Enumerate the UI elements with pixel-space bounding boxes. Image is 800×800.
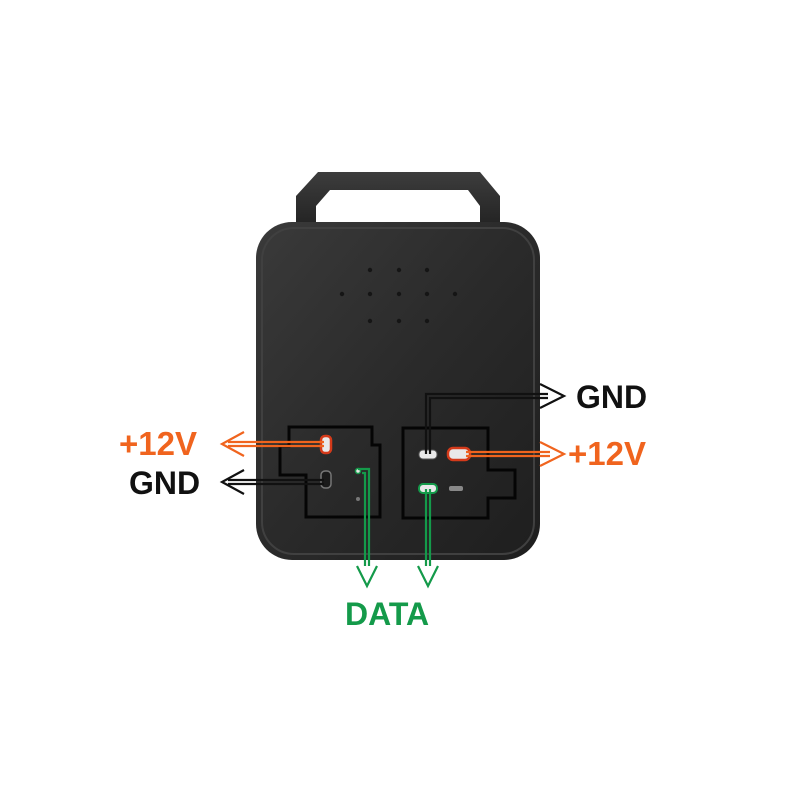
vent-holes bbox=[339, 267, 458, 324]
left-power-label: +12V bbox=[119, 425, 197, 462]
left-data-wire bbox=[356, 467, 378, 589]
left-ground-label: GND bbox=[129, 465, 201, 501]
right-power-pin bbox=[446, 446, 472, 462]
right-ground-wire bbox=[424, 383, 567, 454]
right-data-wire bbox=[417, 489, 439, 589]
left-ground-wire bbox=[219, 469, 324, 495]
hanging-loop bbox=[296, 172, 500, 228]
right-power-label: +12V bbox=[568, 435, 646, 472]
right-data-pin bbox=[418, 483, 438, 494]
right-ground-pin bbox=[418, 449, 438, 460]
right-connector-outline bbox=[401, 426, 517, 520]
data-label: DATA bbox=[345, 596, 430, 632]
left-power-pin bbox=[319, 434, 333, 455]
device-housing bbox=[256, 222, 540, 560]
right-ground-label: GND bbox=[576, 379, 648, 415]
right-power-wire bbox=[466, 441, 567, 467]
left-power-wire bbox=[219, 431, 324, 457]
